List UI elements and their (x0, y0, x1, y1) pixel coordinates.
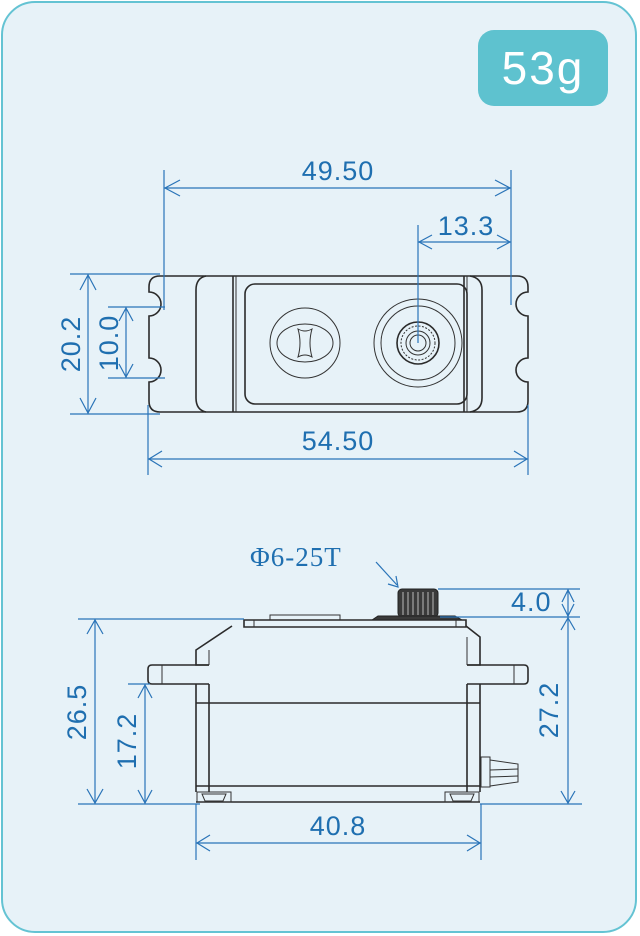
dim-tab-height: 17.2 (112, 713, 142, 770)
dim-mount-hole-spacing: 49.50 (302, 156, 375, 186)
dim-spline-height: 4.0 (511, 587, 552, 617)
top-panel (244, 283, 468, 405)
side-view: Φ6-25T 4.0 27.2 26.5 17.2 40.8 (62, 542, 582, 860)
dim-overall-length: 54.50 (302, 426, 375, 456)
top-view-outline (148, 275, 529, 413)
dim-body-width: 20.2 (56, 316, 86, 373)
top-view: 49.50 13.3 20.2 10.0 54.50 (56, 156, 529, 475)
dim-hole-spacing-vertical: 10.0 (94, 315, 124, 372)
cable-grommet-icon (480, 756, 519, 788)
logo-icon (269, 307, 341, 379)
dim-case-length: 40.8 (310, 811, 367, 841)
dim-case-height: 27.2 (534, 682, 564, 739)
weight-badge: 53g (478, 30, 608, 106)
output-spline-side-icon (370, 588, 464, 621)
dim-output-offset: 13.3 (438, 211, 495, 241)
spline-spec-label: Φ6-25T (250, 542, 342, 572)
dim-overall-height: 26.5 (62, 684, 92, 741)
